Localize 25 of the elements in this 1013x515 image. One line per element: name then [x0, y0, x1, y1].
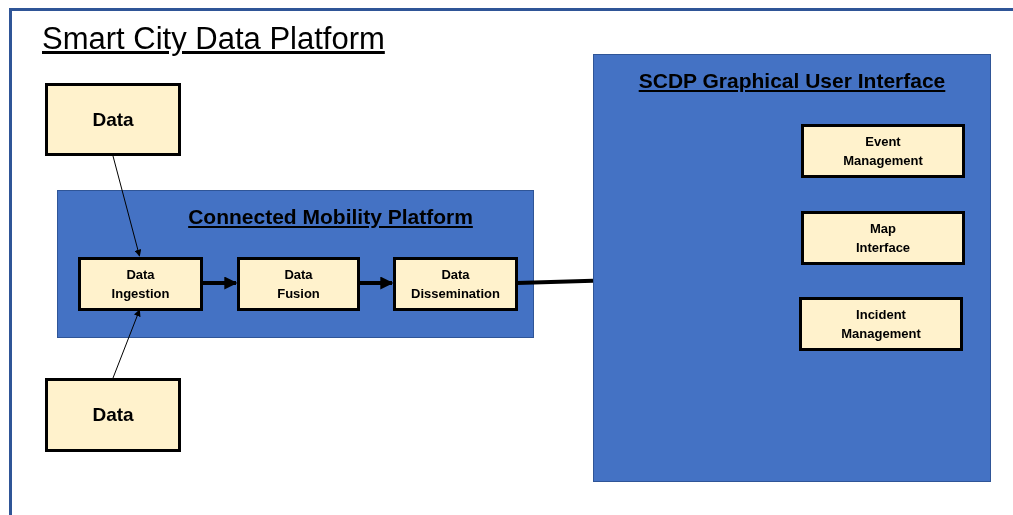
box-label: Data Ingestion [111, 266, 170, 303]
process-box [237, 257, 360, 311]
platform-panel [57, 190, 534, 338]
arrow [112, 309, 141, 379]
data-source-box [45, 83, 181, 156]
box-label: Incident Management [841, 306, 921, 343]
box-label: Map Interface [855, 220, 911, 257]
arrow [359, 276, 394, 290]
box-label: Event Management [843, 133, 923, 170]
arrow [202, 276, 238, 290]
process-box [799, 297, 963, 351]
process-box [801, 211, 965, 265]
box-label: Data Fusion [277, 266, 320, 303]
arrow [112, 155, 142, 257]
box-label: Data Dissemination [411, 266, 500, 303]
panel-heading: SCDP Graphical User Interface [638, 69, 946, 92]
page-title: Smart City Data Platform [42, 20, 385, 58]
data-source-box [45, 378, 181, 452]
process-box [393, 257, 518, 311]
box-label: Data [91, 403, 135, 427]
platform-panel [593, 54, 991, 482]
panel-heading: Connected Mobility Platform [187, 205, 473, 228]
process-box [78, 257, 203, 311]
process-box [801, 124, 965, 178]
box-label: Data [91, 107, 135, 132]
